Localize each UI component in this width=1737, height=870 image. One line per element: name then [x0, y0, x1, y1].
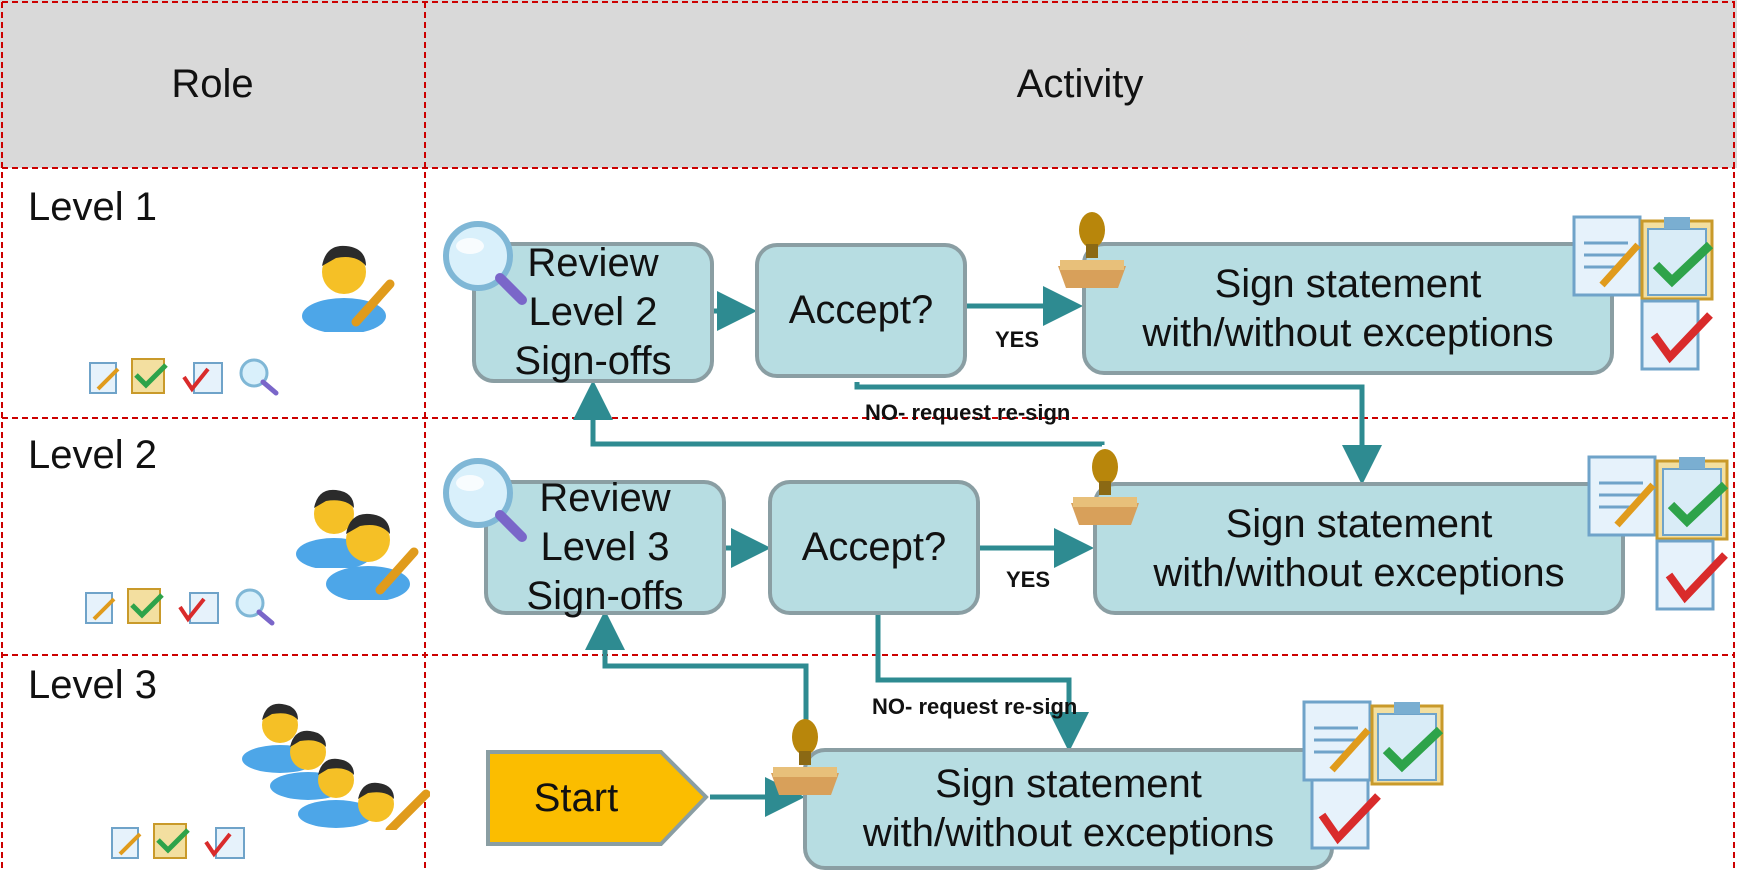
arrow-sign2-review1 — [573, 380, 1105, 447]
user-edit-icon — [302, 245, 395, 332]
small-icon-row-level-2 — [85, 588, 275, 626]
sign2-line1: Sign statement — [1225, 501, 1493, 546]
user-edit-icon — [326, 513, 419, 600]
header-row — [0, 0, 1737, 168]
sign2-line2: with/without exceptions — [1153, 550, 1565, 595]
user-edit-icon — [358, 782, 430, 830]
review2-line2: Level 3 — [540, 525, 670, 569]
document-cluster-icon — [1572, 215, 1714, 371]
activity-header: Activity — [1016, 61, 1144, 106]
accept-level-1-node: Accept? — [755, 243, 967, 378]
stamp-icon — [1071, 449, 1139, 525]
lane-label-level-1: Level 1 — [28, 185, 157, 229]
stamp-icon — [1058, 212, 1126, 288]
sign3-line1: Sign statement — [935, 762, 1202, 806]
sign1-line2: with/without exceptions — [1142, 310, 1554, 355]
accept1-line1: Accept? — [788, 288, 934, 332]
sign-level-3-node: Sign statement with/without exceptions — [803, 748, 1334, 870]
magnifier-icon — [443, 458, 527, 542]
start-node — [486, 750, 709, 846]
start-label: Start — [533, 775, 619, 820]
sign1-line1: Sign statement — [1214, 261, 1482, 306]
review2-line3: Sign-offs — [526, 574, 684, 618]
magnifier-icon — [443, 221, 527, 305]
lane-label-level-3: Level 3 — [28, 663, 157, 707]
document-cluster-icon — [1302, 700, 1444, 850]
stamp-icon — [771, 719, 839, 795]
yes-label-level-2: YES — [1006, 567, 1051, 592]
lane-label-level-2: Level 2 — [28, 433, 157, 477]
user-edit-icon — [298, 758, 374, 828]
review1-line3: Sign-offs — [514, 339, 672, 383]
sign3-line2: with/without exceptions — [862, 811, 1275, 855]
document-cluster-icon — [1587, 455, 1729, 611]
review1-line2: Level 2 — [528, 290, 658, 334]
arrow-accept2-sign3 — [875, 615, 1089, 752]
sign-level-2-node: Sign statement with/without exceptions — [1093, 482, 1625, 615]
sign-level-1-node: Sign statement with/without exceptions — [1082, 242, 1614, 375]
arrow-sign3-review2 — [585, 610, 809, 735]
review2-line1: Review — [539, 476, 671, 520]
accept-level-2-node: Accept? — [768, 480, 980, 615]
arrow-accept1-sign2 — [854, 382, 1382, 485]
role-header: Role — [171, 61, 254, 106]
small-icon-row-level-1 — [89, 358, 279, 396]
small-icon-row-level-3 — [111, 823, 245, 859]
accept2-line1: Accept? — [801, 525, 947, 569]
review-level-3-node: Review Level 3 Sign-offs — [484, 476, 726, 618]
no-label-level-1: NO- request re-sign — [865, 400, 1071, 425]
review-level-2-node: Review Level 2 Sign-offs — [472, 241, 714, 383]
no-label-level-2: NO- request re-sign — [872, 694, 1078, 719]
review1-line1: Review — [527, 241, 659, 285]
yes-label-level-1: YES — [995, 327, 1040, 352]
